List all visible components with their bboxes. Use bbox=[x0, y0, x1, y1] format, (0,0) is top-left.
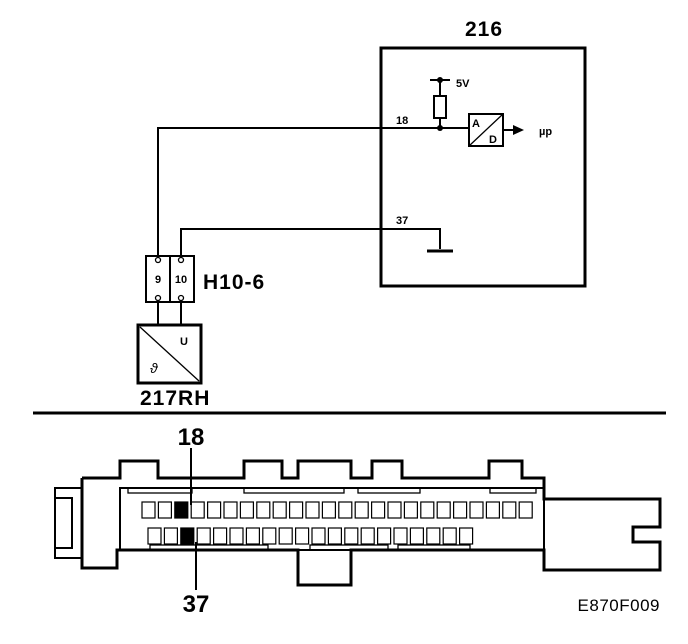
callout-37-label: 37 bbox=[183, 591, 210, 618]
pin-cavity bbox=[436, 501, 451, 519]
pin-cavity bbox=[305, 501, 320, 519]
sensor-box bbox=[136, 323, 203, 385]
pin-18-label: 18 bbox=[396, 115, 408, 127]
pin-cavity bbox=[278, 527, 293, 545]
pin-cavity bbox=[289, 501, 304, 519]
pullup-resistor bbox=[433, 95, 447, 119]
pin-cavity bbox=[321, 501, 336, 519]
pin-cavity bbox=[190, 501, 205, 519]
pin-cavity bbox=[338, 501, 353, 519]
pin-cavity bbox=[311, 527, 326, 545]
pin-cavity bbox=[371, 501, 386, 519]
pin-cavity bbox=[518, 501, 533, 519]
pin-37-label: 37 bbox=[396, 215, 408, 227]
terminal-icon bbox=[177, 256, 185, 264]
pin-cavity bbox=[453, 501, 468, 519]
pin-cavity bbox=[147, 527, 162, 545]
supply-node bbox=[437, 77, 443, 83]
pin-cavity bbox=[403, 501, 418, 519]
ecu-connector-face bbox=[54, 459, 662, 587]
pin-cavity bbox=[229, 527, 244, 545]
terminal-icon bbox=[177, 294, 185, 302]
pin-cavity bbox=[213, 527, 228, 545]
pin-cavity bbox=[387, 501, 402, 519]
pin-cavity bbox=[295, 527, 310, 545]
pin-cavity bbox=[245, 527, 260, 545]
figure-code: E870F009 bbox=[578, 596, 660, 615]
pin-cavity bbox=[393, 527, 408, 545]
pin-cavity bbox=[469, 501, 484, 519]
pin-cavity bbox=[327, 527, 342, 545]
micro-label: µp bbox=[539, 126, 552, 138]
pin-cavity bbox=[163, 527, 178, 545]
pin-cavity bbox=[344, 527, 359, 545]
pin-cavity bbox=[196, 527, 211, 545]
pin-cavity bbox=[502, 501, 517, 519]
connector-label: H10-6 bbox=[203, 271, 265, 294]
pin-cavity bbox=[420, 501, 435, 519]
callout-18-label: 18 bbox=[178, 424, 205, 451]
pin-cavity bbox=[239, 501, 254, 519]
pin-cavity bbox=[360, 527, 375, 545]
adc-label-d: D bbox=[489, 134, 497, 146]
sensor-u-label: U bbox=[180, 336, 188, 348]
pin-cavity bbox=[207, 501, 222, 519]
sensor-theta-label: ϑ bbox=[150, 360, 159, 376]
highlighted-pin-cavity bbox=[174, 501, 189, 519]
connector-pin-grid bbox=[141, 501, 533, 545]
supply-label: 5V bbox=[456, 78, 470, 90]
pin-cavity bbox=[409, 527, 424, 545]
ecu-box bbox=[379, 46, 587, 288]
pin-cavity bbox=[262, 527, 277, 545]
ecu-label: 216 bbox=[465, 18, 503, 41]
highlighted-pin-cavity bbox=[180, 527, 195, 545]
wire-pin-37 bbox=[180, 228, 441, 258]
pin-cavity bbox=[157, 501, 172, 519]
wire-pin-18 bbox=[157, 127, 469, 258]
terminal-icon bbox=[154, 256, 162, 264]
pin-cavity bbox=[485, 501, 500, 519]
pin-cavity bbox=[459, 527, 474, 545]
pin-cavity bbox=[354, 501, 369, 519]
adc-label-a: A bbox=[472, 118, 480, 130]
pin-cavity bbox=[442, 527, 457, 545]
sensor-label: 217RH bbox=[140, 387, 210, 410]
output-arrow-icon bbox=[513, 125, 524, 135]
pin-cavity bbox=[223, 501, 238, 519]
pin-cavity bbox=[272, 501, 287, 519]
pin-cavity bbox=[377, 527, 392, 545]
pin-cavity bbox=[256, 501, 271, 519]
connector-pin-9: 9 bbox=[155, 274, 161, 286]
adc-diagonal bbox=[468, 113, 504, 147]
pin-cavity bbox=[141, 501, 156, 519]
pin-cavity bbox=[426, 527, 441, 545]
connector-pin-10: 10 bbox=[175, 274, 187, 286]
sensor-diagonal bbox=[139, 326, 200, 382]
terminal-icon bbox=[154, 294, 162, 302]
